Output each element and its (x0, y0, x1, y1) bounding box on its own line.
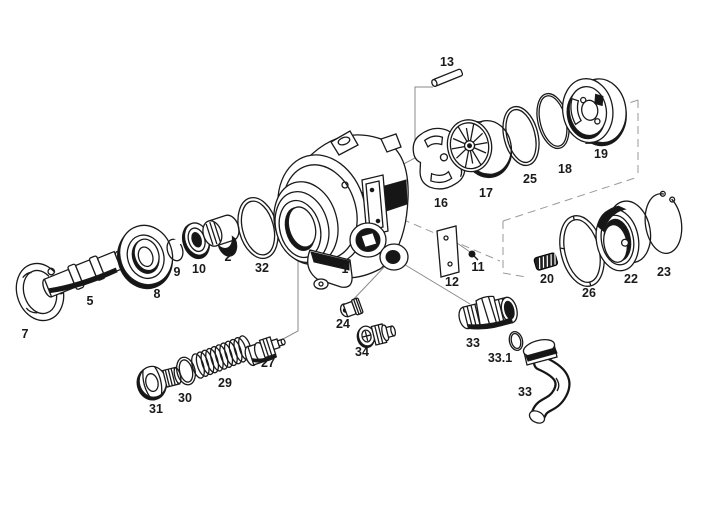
part-o-ring-33-1 (508, 330, 524, 352)
part-valve-34 (356, 323, 397, 349)
part-pin-13 (431, 68, 464, 87)
label-19: 19 (594, 147, 608, 161)
part-plate-12 (436, 225, 460, 278)
label-20: 20 (540, 272, 554, 286)
part-hose-elbow-33 (522, 339, 571, 424)
part-snap-ring-23 (644, 190, 683, 255)
callout-labels: 13 16 17 25 18 19 1 11 12 20 26 22 23 2 … (22, 55, 671, 416)
label-2: 2 (225, 250, 232, 264)
part-needle-bushing-2 (202, 214, 240, 257)
label-34: 34 (355, 345, 369, 359)
label-7: 7 (22, 327, 29, 341)
part-spring-20 (533, 252, 559, 271)
label-31: 31 (149, 402, 163, 416)
part-control-valve-27 (244, 336, 286, 367)
part-nipple-24 (339, 297, 364, 318)
part-pump-housing-1 (273, 130, 409, 290)
part-screw-11 (468, 250, 479, 261)
label-24: 24 (336, 317, 350, 331)
label-17: 17 (479, 186, 493, 200)
part-o-ring-30 (175, 356, 197, 386)
part-spring-29 (191, 335, 252, 379)
label-22: 22 (624, 272, 638, 286)
label-26: 26 (582, 286, 596, 300)
part-ball-bearing-8 (117, 224, 174, 290)
label-5: 5 (87, 294, 94, 308)
label-8: 8 (154, 287, 161, 301)
label-11: 11 (471, 260, 484, 274)
label-33-1: 33.1 (488, 351, 512, 365)
part-rotor-17 (446, 119, 513, 179)
label-10: 10 (192, 262, 206, 276)
label-12: 12 (445, 275, 459, 289)
label-30: 30 (178, 391, 192, 405)
label-33-hose: 33 (518, 385, 532, 399)
label-32: 32 (255, 261, 269, 275)
label-29: 29 (218, 376, 232, 390)
label-13: 13 (440, 55, 454, 69)
part-end-cover-22 (595, 200, 652, 272)
label-27: 27 (261, 356, 275, 370)
part-pressure-plate-19 (561, 78, 627, 147)
part-o-ring-25 (502, 105, 540, 167)
part-union-fitting-33 (458, 295, 518, 330)
label-25: 25 (523, 172, 537, 186)
label-1: 1 (342, 262, 349, 276)
label-33-union: 33 (466, 336, 480, 350)
part-snap-ring-9 (166, 238, 184, 262)
label-9: 9 (174, 265, 181, 279)
label-18: 18 (558, 162, 572, 176)
label-16: 16 (434, 196, 448, 210)
label-23: 23 (657, 265, 671, 279)
part-hex-plug-31 (136, 365, 182, 401)
